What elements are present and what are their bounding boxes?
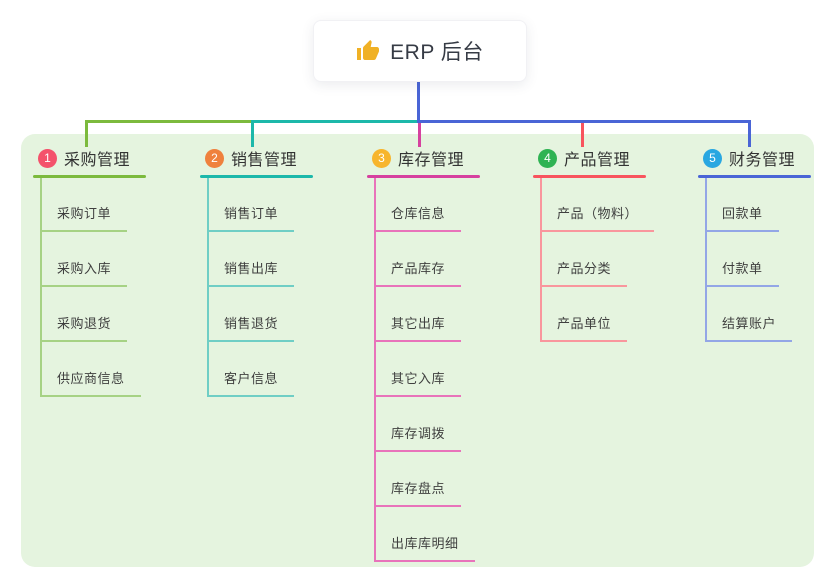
branch-title-label: 采购管理 [64, 152, 131, 169]
child-topic[interactable]: 其它入库 [374, 370, 462, 397]
child-topic[interactable]: 采购订单 [40, 205, 128, 232]
branches-panel [21, 134, 814, 567]
child-topic[interactable]: 仓库信息 [374, 205, 462, 232]
child-topic[interactable]: 其它出库 [374, 315, 462, 342]
connector-drop-2 [251, 121, 254, 147]
branch-title-underline [698, 175, 811, 178]
branch-title-underline [533, 175, 646, 178]
branch-title-product[interactable]: 4 产品管理 [538, 146, 630, 170]
child-topic[interactable]: 供应商信息 [40, 370, 141, 397]
child-topic[interactable]: 客户信息 [207, 370, 295, 397]
branch-badge: 5 [703, 148, 722, 168]
branch-title-purchase[interactable]: 1 采购管理 [38, 146, 130, 170]
child-topic[interactable]: 出库库明细 [374, 535, 475, 562]
child-topic[interactable]: 库存盘点 [374, 480, 462, 507]
connector-drop-3 [418, 121, 421, 147]
child-topic[interactable]: 付款单 [705, 260, 779, 287]
branch-title-label: 产品管理 [564, 152, 631, 169]
children-connector-line [540, 178, 542, 341]
child-topic[interactable]: 采购入库 [40, 260, 128, 287]
child-topic[interactable]: 销售订单 [207, 205, 295, 232]
children-connector-line [374, 178, 376, 561]
root-title: ERP 后台 [390, 41, 484, 64]
branch-badge: 4 [538, 148, 557, 168]
branch-title-underline [200, 175, 313, 178]
branch-title-finance[interactable]: 5 财务管理 [703, 146, 795, 170]
connector-bus-5 [417, 120, 751, 123]
branch-title-underline [367, 175, 480, 178]
child-topic[interactable]: 产品单位 [540, 315, 628, 342]
branch-title-label: 库存管理 [398, 152, 465, 169]
root-connector-line [417, 81, 420, 121]
children-connector-line [705, 178, 707, 341]
child-topic[interactable]: 结算账户 [705, 315, 793, 342]
children-connector-line [40, 178, 42, 396]
thumbs-up-icon [357, 40, 380, 60]
child-topic[interactable]: 回款单 [705, 205, 779, 232]
child-topic[interactable]: 产品分类 [540, 260, 628, 287]
child-topic[interactable]: 销售退货 [207, 315, 295, 342]
child-topic[interactable]: 库存调拨 [374, 425, 462, 452]
branch-title-inventory[interactable]: 3 库存管理 [372, 146, 464, 170]
connector-bus-2 [251, 120, 419, 123]
branch-badge: 3 [372, 148, 391, 168]
branch-badge: 2 [205, 148, 224, 168]
branch-title-label: 财务管理 [729, 152, 796, 169]
connector-drop-1 [85, 121, 88, 147]
child-topic[interactable]: 销售出库 [207, 260, 295, 287]
child-topic[interactable]: 采购退货 [40, 315, 128, 342]
root-node[interactable]: ERP 后台 [313, 20, 527, 82]
branch-badge: 1 [38, 148, 57, 168]
children-connector-line [207, 178, 209, 396]
child-topic[interactable]: 产品库存 [374, 260, 462, 287]
connector-drop-5 [748, 121, 751, 147]
connector-drop-4 [581, 121, 584, 147]
branch-title-sales[interactable]: 2 销售管理 [205, 146, 297, 170]
branch-title-underline [33, 175, 146, 178]
child-topic[interactable]: 产品（物料） [540, 205, 655, 232]
branch-title-label: 销售管理 [231, 152, 298, 169]
